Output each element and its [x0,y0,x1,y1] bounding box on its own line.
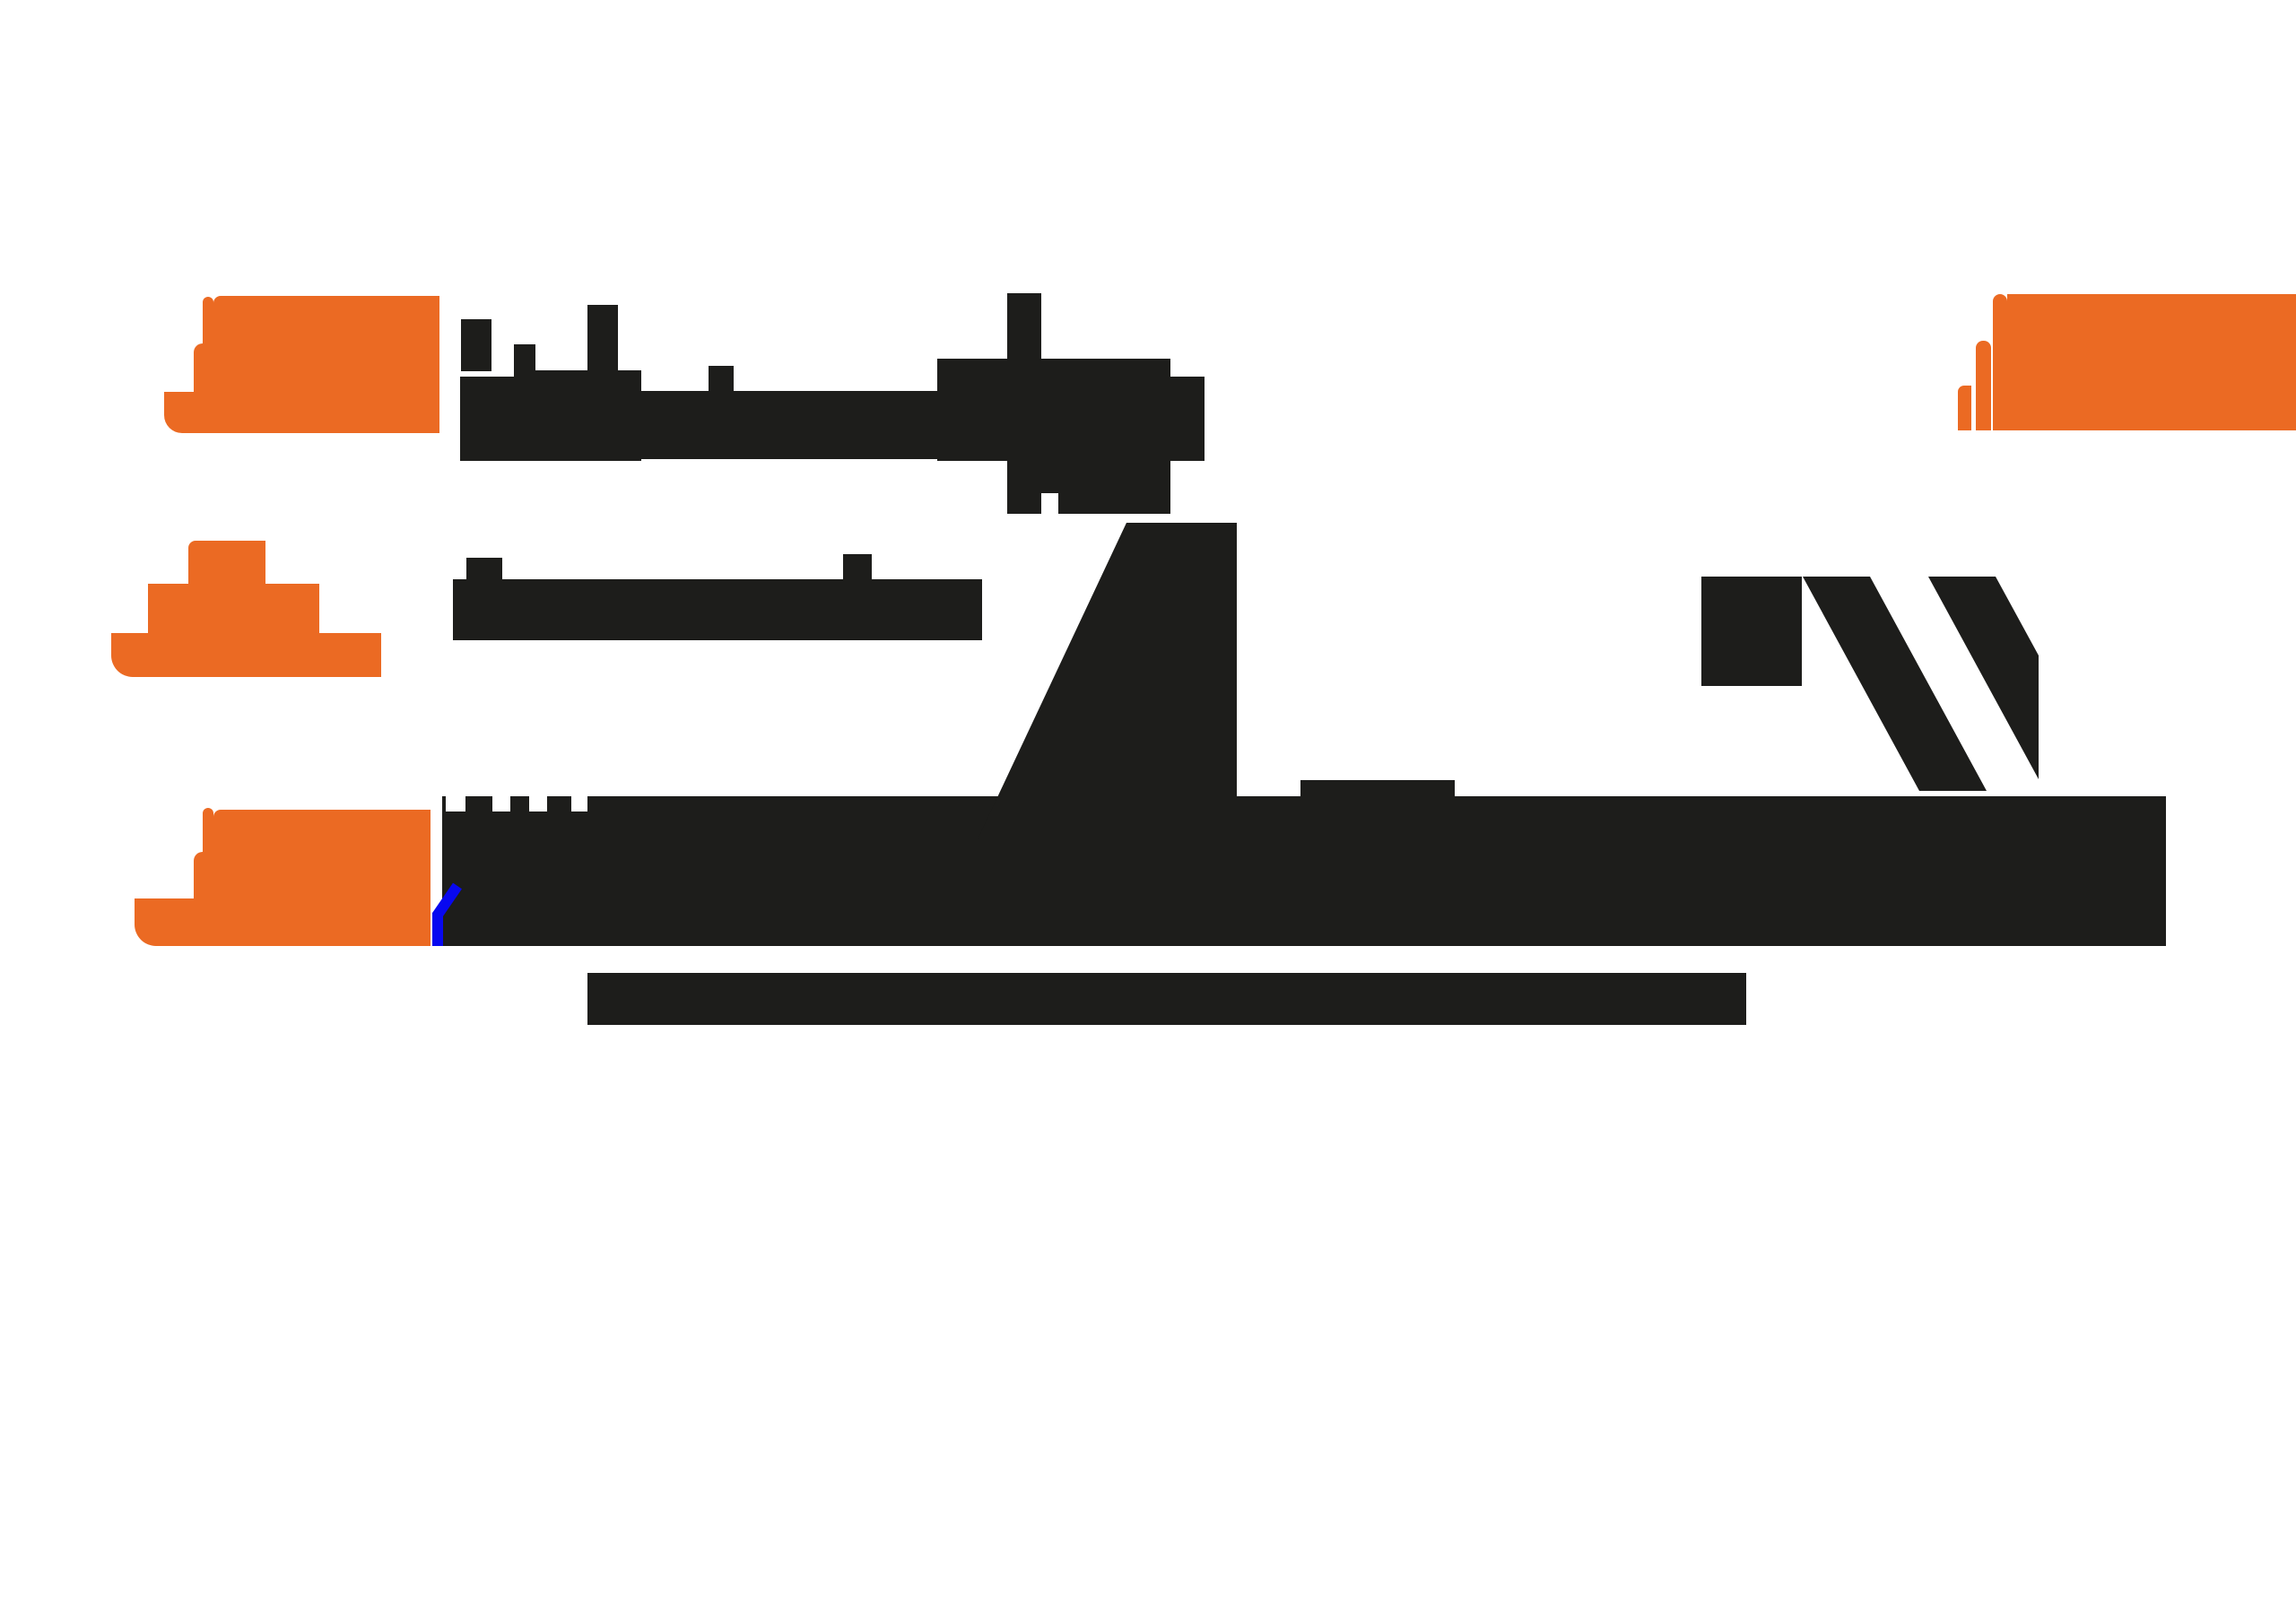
orange-bars-icon-topleft-bar-thin [203,297,213,433]
orange-bars-icon-topleft-block [213,296,439,433]
dark-diagonal-group-block [1701,577,1802,686]
orange-stair-icon-mid-bottom-bar [111,633,381,677]
dark-long-bar-notch-4 [571,796,587,812]
dark-fragment-r1-band-tooth [709,366,734,393]
dark-fragment-r1-left-bar [514,344,535,461]
orange-bars-icon-topright-block [2007,294,2296,430]
dark-fragment-r1-left-block [535,370,641,461]
orange-stair-icon-mid-top-bar [188,541,265,584]
dark-long-bar-notch-2 [492,796,510,812]
dark-fragment-r1-upper-bar [587,305,618,373]
orange-bars-icon-bottomleft-thin [203,808,213,946]
orange-bars-icon-bottomleft-foot [135,898,195,946]
dark-fragment-r1-right-end-bar [1170,377,1205,461]
dark-fragment-r2-tooth-left [466,558,502,581]
dark-fragment-r1-tall-spike [1007,293,1041,514]
dark-sail-shape [978,523,1237,839]
dark-fragment-r2-band [453,579,982,640]
dark-diagonal-stroke-left [1803,577,1987,791]
dark-diagonal-stroke-right [1928,577,2039,779]
dark-lower-bar [587,973,1746,1025]
orange-bars-icon-topleft-foot [164,392,195,433]
dark-fragment-r1-mid-block [937,359,1007,461]
orange-bars-icon-bottomleft-block [213,810,430,946]
dark-fragment-r2-tooth-right [843,554,872,581]
dark-fragment-r1-wide-band [641,391,937,459]
orange-bars-icon-topright-bar1 [1958,386,1971,430]
dark-fragment-r1-right-block [1041,359,1170,493]
dark-long-bar-notch-1 [446,796,465,812]
orange-bars-icon-topright-bar3 [1993,294,2007,430]
dark-fragment-r1-small-upper [461,319,491,371]
orange-stair-icon-mid-middle-bar [148,584,319,633]
orange-bars-icon-topright-bar2 [1976,341,1991,430]
dark-long-bar [442,796,2166,946]
dark-fragment-r1-left-lump [460,377,514,461]
dark-long-bar-notch-3 [529,796,547,812]
dark-fragment-r1-right-dangle [1058,493,1170,514]
